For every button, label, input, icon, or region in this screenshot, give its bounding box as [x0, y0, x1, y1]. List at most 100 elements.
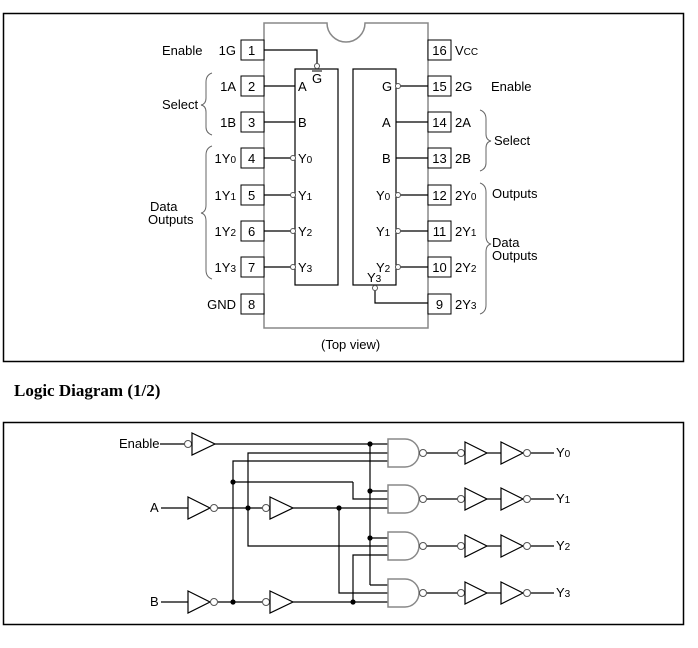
pin-name: 1Y2 — [215, 224, 237, 239]
pin-number: 8 — [248, 297, 255, 312]
right-g-label: G — [382, 79, 392, 94]
b-inverter — [187, 590, 212, 614]
pin-number: 16 — [432, 43, 446, 58]
left-y1-label: Y1 — [298, 188, 313, 203]
pin-name: 1Y3 — [215, 260, 237, 275]
output-inverter — [500, 487, 525, 511]
pin-name: VCC — [455, 43, 478, 58]
pin-4: 4 1Y0 — [215, 147, 265, 169]
top-view-caption: (Top view) — [321, 337, 380, 352]
pin-number: 2 — [248, 79, 255, 94]
left-select-brace — [200, 72, 213, 136]
pin-number: 11 — [433, 224, 447, 239]
left-y2-label: Y2 — [298, 224, 313, 239]
pinout-side-labels: Enable Select Data Outputs Enable Select… — [148, 43, 538, 263]
right-y1-label: Y1 — [376, 224, 391, 239]
right-y3-label: Y3 — [367, 270, 382, 285]
pin-name: 2G — [455, 79, 472, 94]
pin-7: 7 1Y3 — [215, 256, 265, 278]
pin-number: 12 — [432, 188, 446, 203]
output-y0-label: Y0 — [556, 445, 571, 460]
logic-diagram-frame — [2, 421, 685, 626]
pin-name: 2Y2 — [455, 260, 477, 275]
pin-number: 4 — [248, 151, 255, 166]
logic-diagram: Enable A B — [119, 432, 571, 614]
pin-name: 1G — [219, 43, 236, 58]
pin-name: 1Y0 — [215, 151, 237, 166]
left-pin-column: 1 1G 21A 3 1B 4 1Y0 5 1Y1 6 1Y2 7 1Y3 8 GND — [207, 39, 265, 315]
enable-input-label: Enable — [119, 436, 159, 451]
pin-number: 6 — [248, 224, 255, 239]
pin-11: 11 2Y1 — [427, 220, 477, 242]
pin-1: 1 1G — [219, 39, 265, 61]
left-y0-label: Y0 — [298, 151, 313, 166]
right-select-brace — [479, 109, 492, 172]
pin-name: 1Y1 — [215, 188, 237, 203]
pin-number: 7 — [248, 260, 255, 275]
left-g-label: G — [312, 71, 322, 86]
left-decoder-block — [294, 68, 339, 286]
pin-number: 9 — [436, 297, 443, 312]
pin-name: GND — [207, 297, 236, 312]
enable-inversion-bubble — [184, 440, 192, 448]
right-select-label: Select — [494, 133, 531, 148]
output-y2-label: Y2 — [556, 538, 571, 553]
output-inverter — [500, 441, 525, 465]
chip-package — [263, 22, 429, 329]
pin-12: 12 2Y0 — [427, 184, 477, 206]
right-b-label: B — [382, 151, 391, 166]
output-y3-label: Y3 — [556, 585, 571, 600]
output-inverter — [500, 534, 525, 558]
left-data-brace — [200, 145, 213, 280]
pin-name: 2B — [455, 151, 471, 166]
left-internal-wires — [264, 49, 320, 270]
right-block-labels: G A B Y0 Y1 Y2 Y3 — [367, 79, 392, 285]
pinout-braces — [200, 72, 492, 315]
pin-number: 14 — [432, 115, 446, 130]
right-data-brace — [479, 182, 492, 315]
pin-number: 13 — [432, 151, 446, 166]
output-y1-label: Y1 — [556, 491, 571, 506]
pin-6: 6 1Y2 — [215, 220, 265, 242]
right-outputs-top-label: Outputs — [492, 186, 538, 201]
pin-16: 16 VCC — [427, 39, 478, 61]
left-block-labels: G A B Y0 Y1 Y2 Y3 — [298, 70, 322, 275]
output-buffer — [464, 534, 489, 558]
left-enable-label: Enable — [162, 43, 202, 58]
a-input-label: A — [150, 500, 159, 515]
nand-gate-0 — [387, 438, 554, 468]
right-internal-wires — [372, 83, 428, 304]
left-y3-label: Y3 — [298, 260, 313, 275]
pin-name: 1B — [220, 115, 236, 130]
nand-gate-2 — [387, 531, 554, 561]
right-a-label: A — [382, 115, 391, 130]
right-enable-label: Enable — [491, 79, 531, 94]
pin-3: 3 1B — [220, 111, 265, 133]
left-a-label: A — [298, 79, 307, 94]
output-inverter — [500, 581, 525, 605]
output-buffer-bubble — [457, 495, 465, 503]
pin-2: 21A — [220, 75, 265, 97]
right-data-label: Data — [492, 235, 520, 250]
output-buffer — [464, 441, 489, 465]
pin-8: 8 GND — [207, 293, 265, 315]
left-b-label: B — [298, 115, 307, 130]
pin-name: 2Y1 — [455, 224, 477, 239]
pin-number: 5 — [248, 188, 255, 203]
pin-5: 5 1Y1 — [215, 184, 265, 206]
pin-number: 1 — [248, 43, 255, 58]
pin-name: 2Y0 — [455, 188, 477, 203]
pin-number: 3 — [248, 115, 255, 130]
right-y2-label: Y2 — [376, 260, 391, 275]
g-inversion-bubble — [314, 63, 320, 69]
left-outputs-label: Outputs — [148, 212, 194, 227]
nand-gate-1 — [387, 484, 554, 514]
b-input-label: B — [150, 594, 159, 609]
section-title: Logic Diagram (1/2) — [14, 381, 160, 400]
